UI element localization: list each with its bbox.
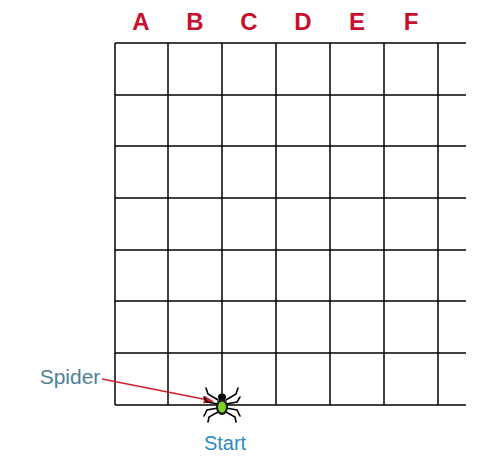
column-letter: B [186,9,203,35]
start-label: Start [204,432,246,454]
column-letter: F [404,9,419,35]
grid [115,43,466,405]
callout-label: Spider [40,365,101,388]
leader-arrow [102,379,214,404]
column-letter: A [132,9,149,35]
column-letter: E [349,9,365,35]
column-letter: C [240,9,257,35]
spider-icon [204,388,240,422]
column-letter: D [294,9,311,35]
